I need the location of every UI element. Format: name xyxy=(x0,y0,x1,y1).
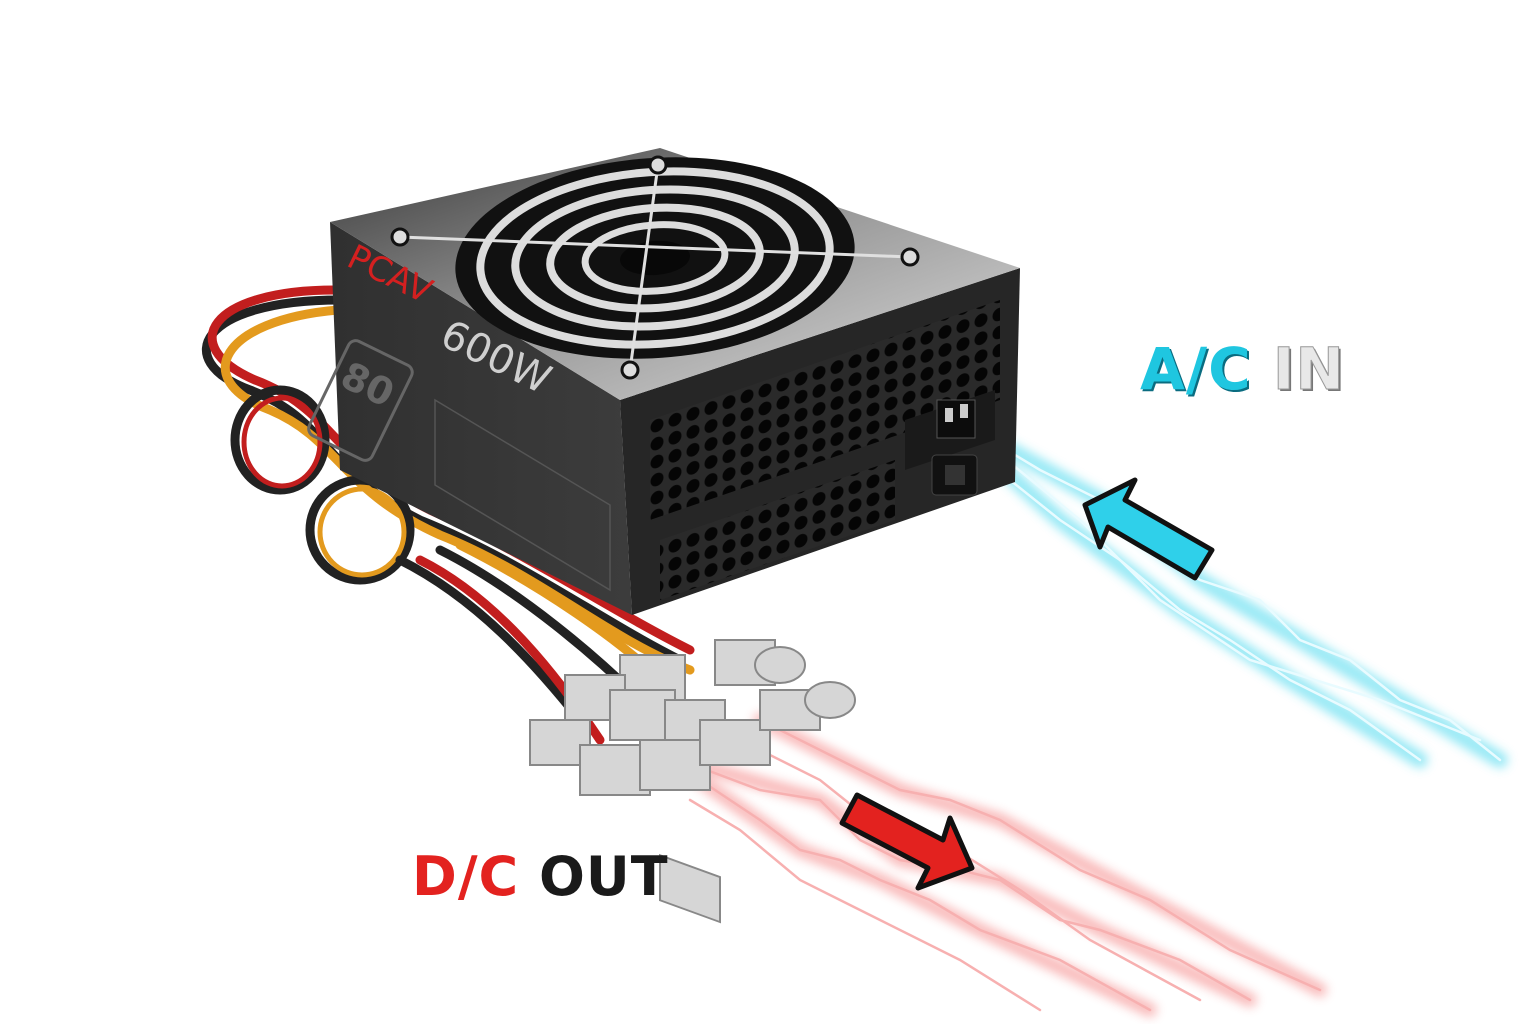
ac-lightning xyxy=(957,417,1508,768)
fan-grille xyxy=(455,157,855,359)
arrow-down-right-icon xyxy=(839,792,975,891)
power-switch xyxy=(931,454,978,496)
fan-guard-wires xyxy=(399,164,911,371)
ac-in-label: A/C IN xyxy=(1140,335,1345,404)
dc-out-prefix: D/C xyxy=(412,845,520,908)
vent-grille-upper xyxy=(650,300,1000,520)
psu-side-panel xyxy=(330,222,632,615)
dc-lightning xyxy=(673,713,1327,1017)
vent-grille-lower xyxy=(660,460,895,600)
connectors xyxy=(529,639,856,924)
ac-in-prefix: A/C xyxy=(1140,335,1252,403)
dc-out-suffix: OUT xyxy=(539,845,669,908)
screws xyxy=(390,155,920,380)
dc-out-label: D/C OUT xyxy=(412,845,669,908)
arrow-up-left-icon xyxy=(1082,477,1215,581)
ac-in-suffix: IN xyxy=(1272,335,1345,404)
psu-body: PCAV 600W 80 xyxy=(307,148,1020,615)
power-inlet xyxy=(905,390,995,470)
spec-label xyxy=(434,398,611,592)
